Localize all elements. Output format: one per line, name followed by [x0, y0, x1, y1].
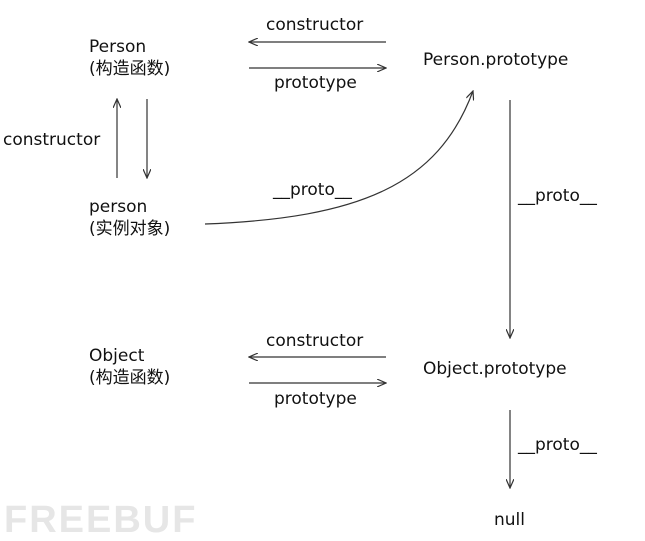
node-object-constructor: Object (构造函数)	[89, 345, 170, 389]
node-person-prototype: Person.prototype	[423, 50, 569, 70]
arrow-instance-proto	[204, 91, 473, 225]
label-person-prototype: prototype	[274, 73, 357, 93]
node-person-constructor: Person (构造函数)	[89, 36, 170, 80]
node-instance-name: person	[89, 197, 148, 217]
label-objectproto-proto: __proto__	[518, 435, 597, 455]
node-object-note: (构造函数)	[89, 368, 171, 388]
label-person-constructor: constructor	[266, 15, 364, 35]
watermark-logo: FREEBUF	[4, 499, 198, 541]
node-null: null	[494, 510, 525, 530]
label-instance-constructor: constructor	[3, 130, 101, 150]
label-instance-proto: __proto__	[273, 180, 352, 200]
node-instance-note: (实例对象)	[89, 219, 171, 239]
node-person-note: (构造函数)	[89, 59, 171, 79]
label-personproto-proto: __proto__	[518, 186, 597, 206]
label-object-prototype: prototype	[274, 389, 357, 409]
node-object-prototype: Object.prototype	[423, 359, 567, 379]
label-object-constructor: constructor	[266, 331, 364, 351]
node-person-name: Person	[89, 37, 147, 57]
node-object-name: Object	[89, 346, 145, 366]
node-person-instance: person (实例对象)	[89, 196, 170, 240]
